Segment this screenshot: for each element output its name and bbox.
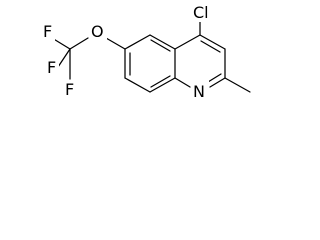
bonds-layer xyxy=(51,21,251,93)
bond-c8a-c8 xyxy=(149,77,176,93)
quinoline-structure-diagram: Cl O F F F N xyxy=(41,3,251,101)
atom-labels-layer: Cl O F F F N xyxy=(41,3,214,101)
double-bond-c8a-c8 xyxy=(150,75,171,88)
double-bond-c2-n1 xyxy=(207,73,222,83)
nitrogen-label: N xyxy=(193,82,205,101)
f-bottom-label-background xyxy=(63,80,77,99)
double-bond-c4-c3 xyxy=(200,40,221,53)
double-bond-c5-c4a xyxy=(150,39,171,52)
bond-c2-n1 xyxy=(209,77,226,88)
fluorine-bottom-label: F xyxy=(65,80,74,99)
bond-c8-c7 xyxy=(124,77,151,93)
bond-c5-c4a xyxy=(149,34,176,50)
cl-label-background xyxy=(190,3,214,22)
bond-c4a-c4 xyxy=(174,34,201,50)
f-middle-label-background xyxy=(45,59,59,78)
bond-c4-c3 xyxy=(199,34,226,50)
oxygen-label: O xyxy=(91,22,104,41)
bond-o-cf3 xyxy=(69,37,89,50)
bond-c2-methyl xyxy=(224,77,251,93)
o-label-background xyxy=(89,22,107,41)
n-label-background xyxy=(191,80,209,100)
bond-cf3-f-middle xyxy=(57,48,71,68)
bond-n1-c8a xyxy=(174,77,191,88)
chlorine-label: Cl xyxy=(193,3,209,22)
fluorine-middle-label: F xyxy=(47,58,56,77)
bond-c6-o xyxy=(105,37,126,50)
f-top-label-background xyxy=(41,23,55,42)
bond-c6-c5 xyxy=(124,34,151,50)
fluorine-top-label: F xyxy=(43,22,52,41)
